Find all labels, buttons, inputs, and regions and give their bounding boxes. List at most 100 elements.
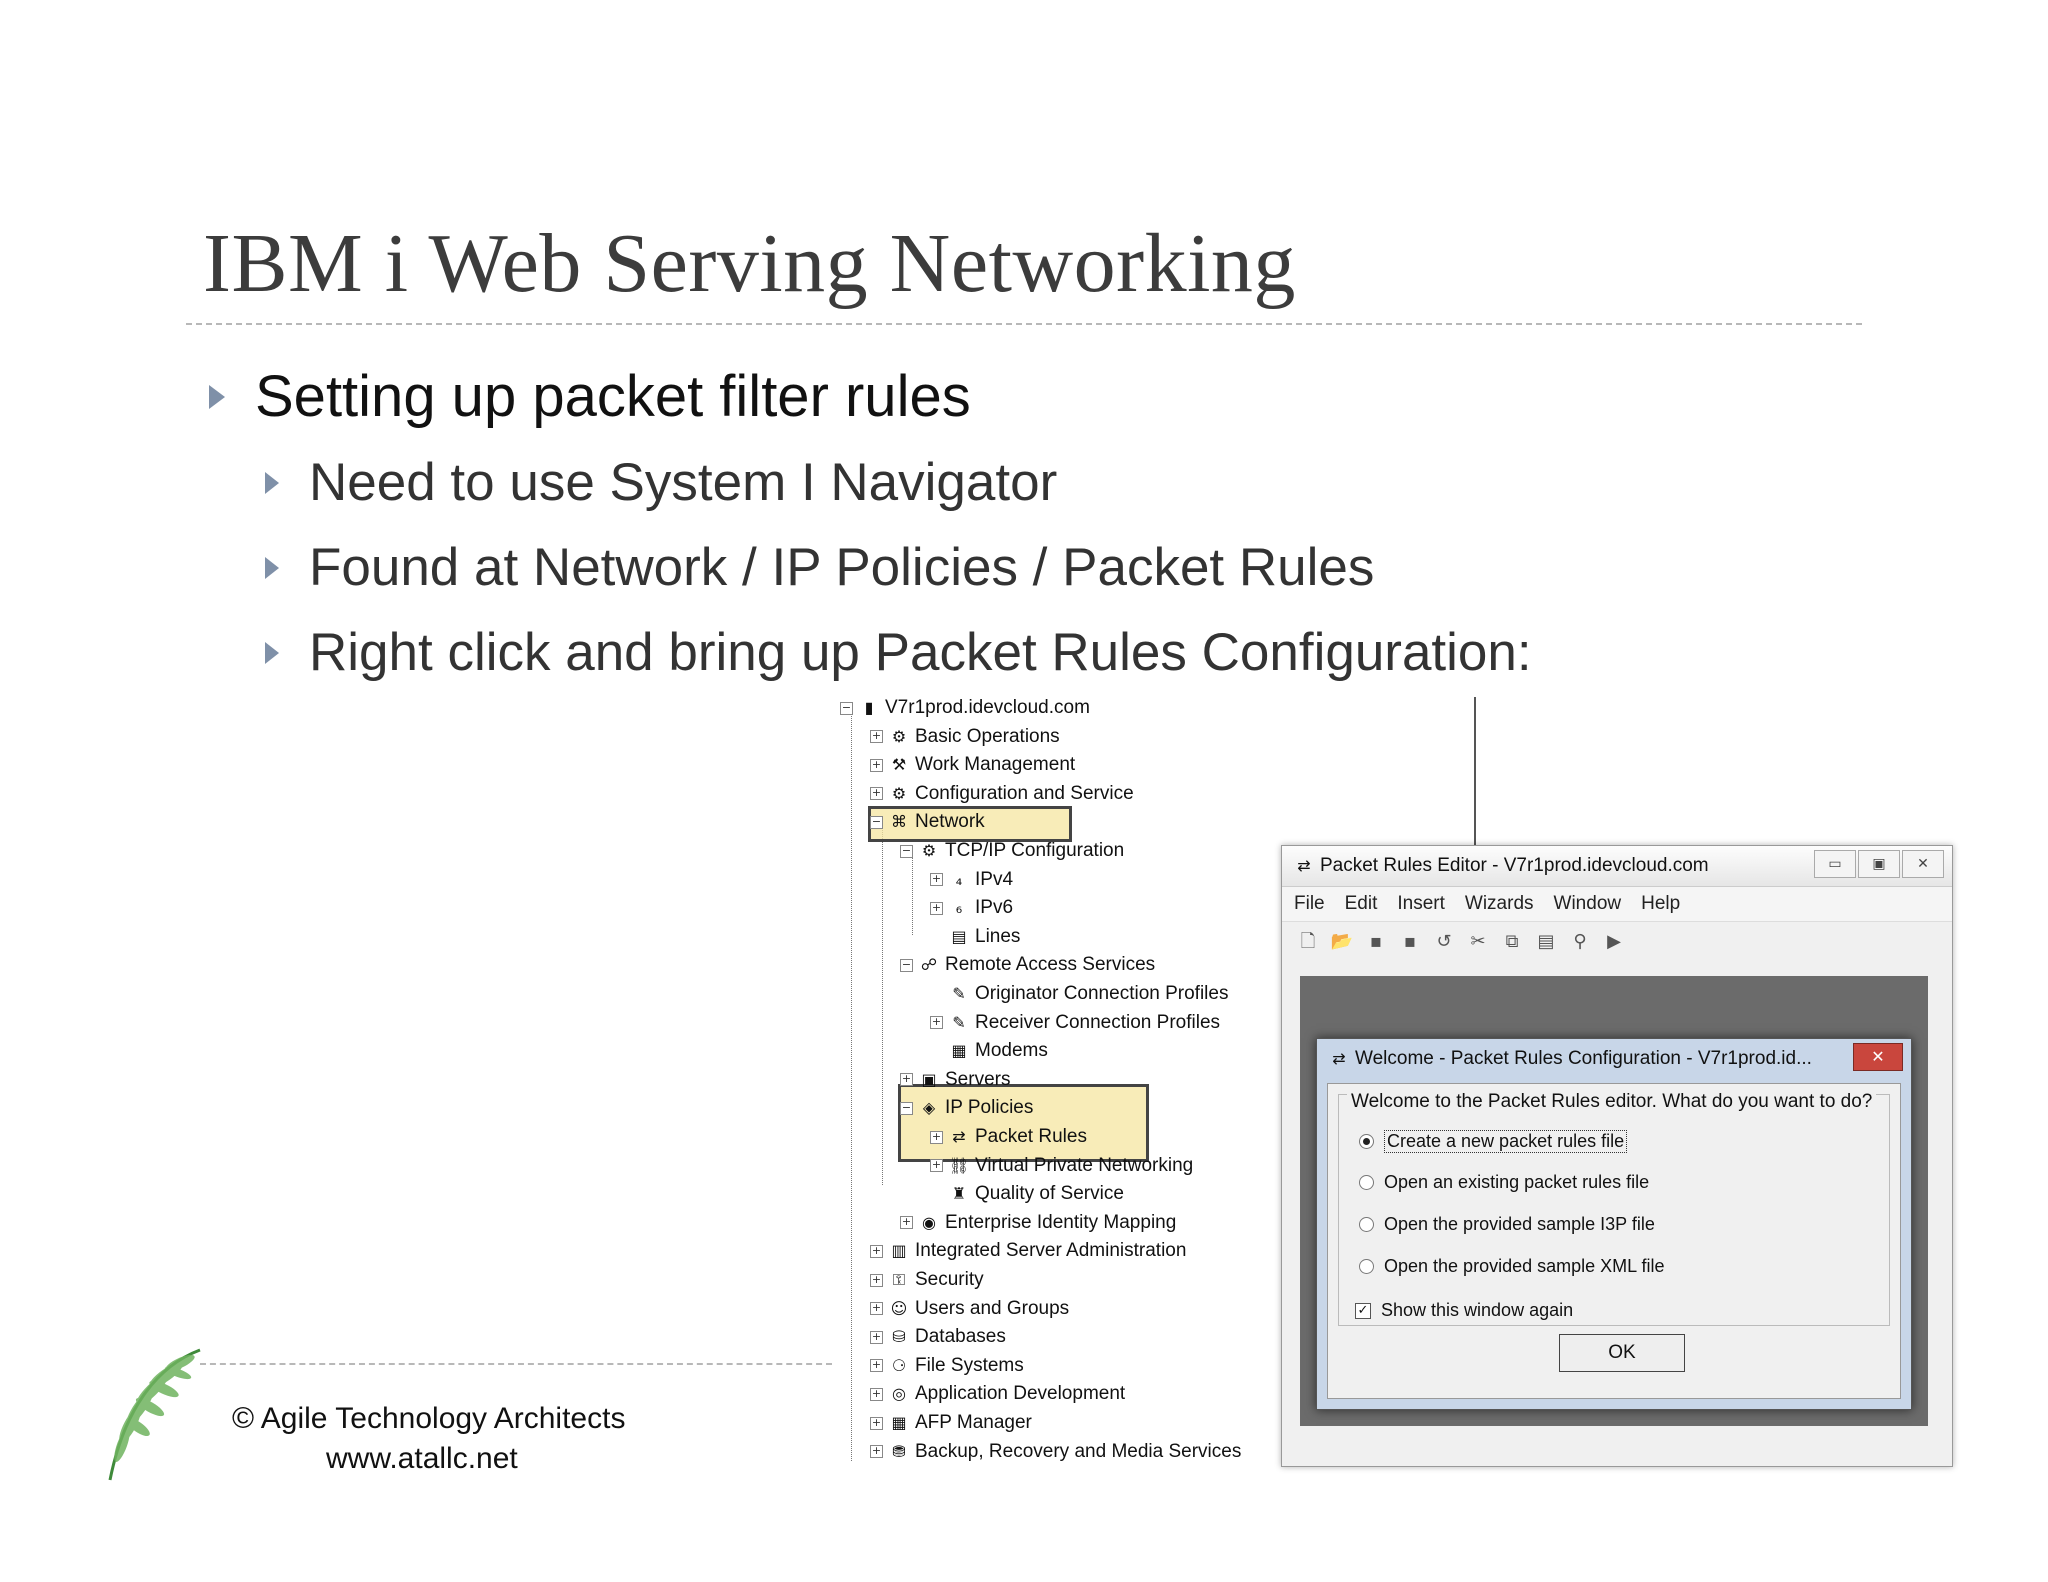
undo-icon[interactable]: ↺ (1436, 931, 1452, 952)
paste-icon[interactable]: ▤ (1537, 931, 1555, 952)
dialog-title-bar[interactable]: ⇄ Welcome - Packet Rules Configuration -… (1317, 1039, 1911, 1079)
tree-guide-line (882, 825, 883, 1185)
save-icon[interactable]: ▪ (1369, 931, 1383, 952)
collapse-toggle-icon[interactable]: − (900, 1100, 913, 1115)
save-all-icon[interactable]: ▪ (1403, 931, 1417, 952)
originator-icon: ✎ (952, 984, 966, 1003)
tree-node[interactable]: +▥Integrated Server Administration (870, 1238, 1186, 1264)
expand-toggle-icon[interactable]: + (870, 1444, 883, 1459)
footer-url[interactable]: www.atallc.net (326, 1442, 518, 1475)
tree-node[interactable]: −⚙ TCP/IP Configuration (900, 838, 1124, 864)
new-file-icon[interactable]: 🗋 (1300, 931, 1316, 952)
tree-node[interactable]: +⚆File Systems (870, 1353, 1024, 1379)
menu-file[interactable]: File (1294, 893, 1325, 914)
run-icon[interactable]: ▶ (1607, 931, 1621, 952)
expand-toggle-icon[interactable]: + (870, 729, 883, 744)
tree-guide-line (851, 711, 852, 1461)
expand-toggle-icon[interactable]: + (870, 1243, 883, 1258)
radio-create-new[interactable] (1359, 1134, 1374, 1149)
tcpip-icon: ⚙ (921, 841, 937, 860)
tree-node[interactable]: ✎ Originator Connection Profiles (930, 981, 1228, 1007)
tree-node[interactable]: +⛁Databases (870, 1324, 1006, 1350)
tree-node-label: IP Policies (945, 1097, 1034, 1119)
menu-bar: File Edit Insert Wizards Window Help (1282, 886, 1952, 921)
bullet-triangle-icon (265, 641, 279, 664)
tree-node[interactable]: ▤Lines (930, 924, 1020, 950)
collapse-toggle-icon[interactable]: − (900, 843, 913, 858)
option-open-existing[interactable]: Open an existing packet rules file (1359, 1172, 1649, 1193)
tree-node[interactable]: +▦AFP Manager (870, 1410, 1032, 1436)
tree-node[interactable]: −▮V7r1prod.idevcloud.com (840, 695, 1090, 721)
show-again-row[interactable]: ✓ Show this window again (1355, 1300, 1573, 1321)
expand-toggle-icon[interactable]: + (900, 1215, 913, 1230)
option-open-xml[interactable]: Open the provided sample XML file (1359, 1256, 1665, 1277)
tree-node[interactable]: +⚙Basic Operations (870, 724, 1060, 750)
expand-toggle-icon[interactable]: + (930, 900, 943, 915)
menu-edit[interactable]: Edit (1344, 893, 1378, 914)
tree-node[interactable]: +⇄Packet Rules (930, 1124, 1087, 1150)
tree-node[interactable]: −☍Remote Access Services (900, 952, 1155, 978)
cut-icon[interactable]: ✂ (1470, 931, 1486, 952)
search-icon[interactable]: ⚲ (1573, 931, 1587, 952)
footer-copyright: © Agile Technology Architects (232, 1402, 626, 1435)
show-again-checkbox[interactable]: ✓ (1355, 1302, 1371, 1319)
tree-node[interactable]: +✎Receiver Connection Profiles (930, 1010, 1220, 1036)
radio-open-xml[interactable] (1359, 1259, 1374, 1274)
tree-node-label: TCP/IP Configuration (945, 840, 1125, 861)
option-create-new[interactable]: Create a new packet rules file (1359, 1130, 1628, 1153)
tree-node[interactable]: +☺Users and Groups (870, 1296, 1069, 1322)
tree-node[interactable]: −◈IP Policies (900, 1095, 1033, 1121)
tree-node[interactable]: −⌘Network (870, 809, 985, 835)
receiver-icon: ✎ (952, 1012, 966, 1032)
menu-insert[interactable]: Insert (1397, 893, 1445, 914)
options-group: Welcome to the Packet Rules editor. What… (1338, 1091, 1890, 1326)
ok-button[interactable]: OK (1559, 1334, 1685, 1372)
tree-node[interactable]: +◉Enterprise Identity Mapping (900, 1210, 1176, 1236)
dialog-close-button[interactable]: ✕ (1853, 1043, 1903, 1071)
expand-toggle-icon[interactable]: + (930, 872, 943, 887)
expand-toggle-icon[interactable]: + (930, 1158, 943, 1173)
expand-toggle-icon[interactable]: + (870, 1329, 883, 1344)
minimize-button[interactable]: ▭ (1814, 850, 1856, 878)
collapse-toggle-icon[interactable]: − (870, 814, 883, 829)
radio-open-i3p[interactable] (1359, 1217, 1374, 1232)
radio-open-existing[interactable] (1359, 1175, 1374, 1190)
menu-help[interactable]: Help (1641, 893, 1681, 914)
option-open-i3p[interactable]: Open the provided sample I3P file (1359, 1214, 1655, 1235)
collapse-toggle-icon[interactable]: − (900, 957, 913, 972)
tree-node[interactable]: +⚙Configuration and Service (870, 781, 1134, 807)
expand-toggle-icon[interactable]: + (870, 1272, 883, 1287)
maximize-button[interactable]: ▣ (1858, 850, 1900, 878)
tree-node[interactable]: ▦Modems (930, 1038, 1047, 1064)
tree-node[interactable]: ♜Quality of Service (930, 1181, 1124, 1207)
tree-node-label: File Systems (915, 1354, 1024, 1376)
menu-window[interactable]: Window (1553, 893, 1622, 914)
copy-icon[interactable]: ⧉ (1505, 931, 1519, 952)
slide-title: IBM i Web Serving Networking (203, 217, 1296, 310)
collapse-toggle-icon[interactable]: − (840, 700, 853, 715)
expand-toggle-icon[interactable]: + (930, 1129, 943, 1144)
tree-node[interactable]: +⚿Security (870, 1267, 984, 1293)
expand-toggle-icon[interactable]: + (870, 1301, 883, 1316)
expand-toggle-icon[interactable]: + (930, 1015, 943, 1030)
close-button[interactable]: ✕ (1902, 850, 1944, 878)
expand-toggle-icon[interactable]: + (870, 1358, 883, 1373)
tree-node[interactable]: +⛓Virtual Private Networking (930, 1153, 1193, 1179)
expand-toggle-icon[interactable]: + (870, 1386, 883, 1401)
expand-toggle-icon[interactable]: + (900, 1072, 913, 1087)
tree-node[interactable]: +▣Servers (900, 1067, 1010, 1093)
expand-toggle-icon[interactable]: + (870, 786, 883, 801)
main-bullet: Setting up packet filter rules (209, 363, 971, 430)
expand-toggle-icon[interactable]: + (870, 1415, 883, 1430)
tree-node[interactable]: +◎Application Development (870, 1381, 1125, 1407)
tree-node[interactable]: +⛃Backup, Recovery and Media Services (870, 1439, 1241, 1465)
expand-toggle-icon[interactable]: + (870, 757, 883, 772)
tree-node-label: Databases (915, 1326, 1006, 1348)
tree-node[interactable]: +⚒Work Management (870, 752, 1075, 778)
open-folder-icon[interactable]: 📂 (1330, 931, 1354, 952)
option-label: Open an existing packet rules file (1384, 1172, 1650, 1192)
tree-node-label: Originator Connection Profiles (975, 983, 1229, 1004)
menu-wizards[interactable]: Wizards (1464, 893, 1534, 914)
